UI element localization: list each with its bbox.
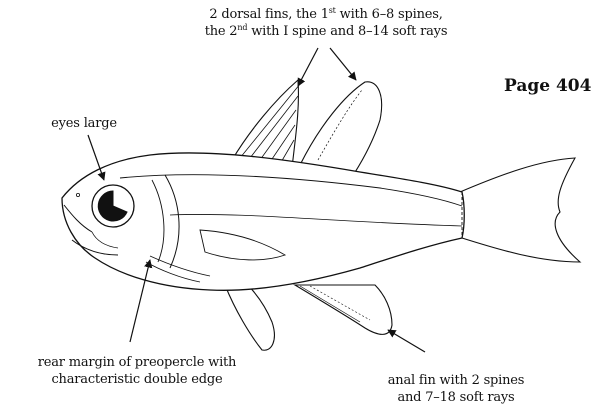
anal-fin-label-line1: anal fin with 2 spines bbox=[356, 372, 556, 389]
preopercle-label-line2: characteristic double edge bbox=[2, 371, 272, 388]
anal-fin-label: anal fin with 2 spines and 7–18 soft ray… bbox=[356, 372, 556, 406]
preopercle-label: rear margin of preopercle with character… bbox=[2, 354, 272, 388]
eyes-label: eyes large bbox=[34, 115, 134, 132]
dorsal-fins-label: 2 dorsal fins, the 1st with 6–8 spines, … bbox=[176, 6, 476, 40]
caudal-fin bbox=[460, 158, 580, 262]
anal-fin-label-line2: and 7–18 soft rays bbox=[356, 389, 556, 406]
eye bbox=[92, 185, 134, 227]
preopercle-label-line1: rear margin of preopercle with bbox=[2, 354, 272, 371]
pelvic-fin bbox=[225, 282, 274, 350]
dorsal-fins-label-line2: the 2nd with I spine and 8–14 soft rays bbox=[176, 23, 476, 40]
first-dorsal-fin bbox=[232, 80, 300, 168]
page-number: Page 404 bbox=[504, 76, 591, 96]
dorsal-fins-label-line1: 2 dorsal fins, the 1st with 6–8 spines, bbox=[176, 6, 476, 23]
anal-fin bbox=[295, 285, 392, 334]
